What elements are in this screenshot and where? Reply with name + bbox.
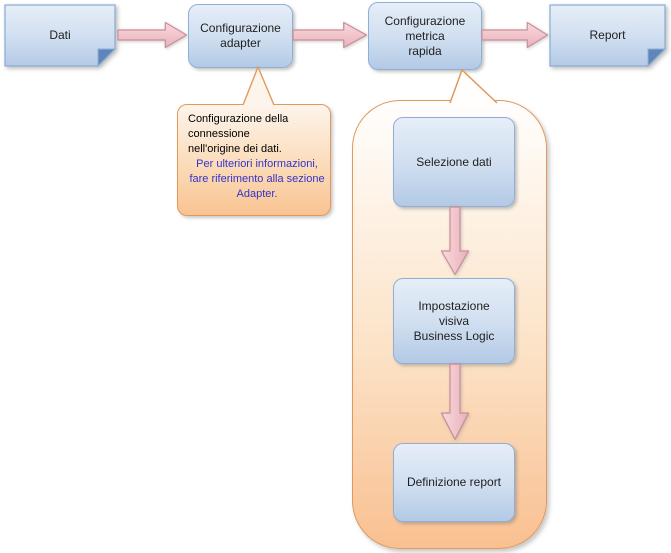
flow-node-label: Configurazione metrica rapida [384, 13, 466, 58]
callout-pointer [242, 66, 275, 106]
flow-node-report: Report [549, 4, 666, 67]
step-node-label: Definizione report [406, 475, 502, 489]
callout-link-text: Per ulteriori informazioni, fare riferim… [189, 158, 325, 200]
step-node-impostazione-visiva: Impostazione visiva Business Logic [393, 278, 515, 364]
flow-node-label: Dati [49, 28, 71, 42]
callout-note-text: Configurazione della connessione nell'or… [188, 113, 289, 155]
folded-note-shape [549, 4, 666, 67]
panel-pointer [449, 68, 498, 104]
flow-arrow-3 [481, 21, 549, 49]
folded-note-shape [4, 4, 116, 67]
step-node-definizione-report: Definizione report [393, 443, 515, 522]
step-arrow-2 [440, 363, 470, 440]
flow-node-configurazione-metrica-rapida: Configurazione metrica rapida [368, 2, 482, 70]
flow-node-dati: Dati [4, 4, 116, 67]
step-arrow-1 [440, 206, 470, 276]
adapter-callout: Configurazione della connessione nell'or… [177, 104, 331, 216]
flow-node-label: Configurazione adapter [200, 21, 281, 50]
step-node-selezione-dati: Selezione dati [393, 117, 515, 207]
flow-arrow-2 [292, 21, 368, 49]
flow-node-label: Report [589, 28, 626, 42]
step-node-label: Selezione dati [416, 154, 492, 169]
flow-arrow-1 [117, 21, 188, 49]
flow-node-configurazione-adapter: Configurazione adapter [188, 4, 293, 68]
step-node-label: Impostazione visiva Business Logic [413, 298, 495, 343]
